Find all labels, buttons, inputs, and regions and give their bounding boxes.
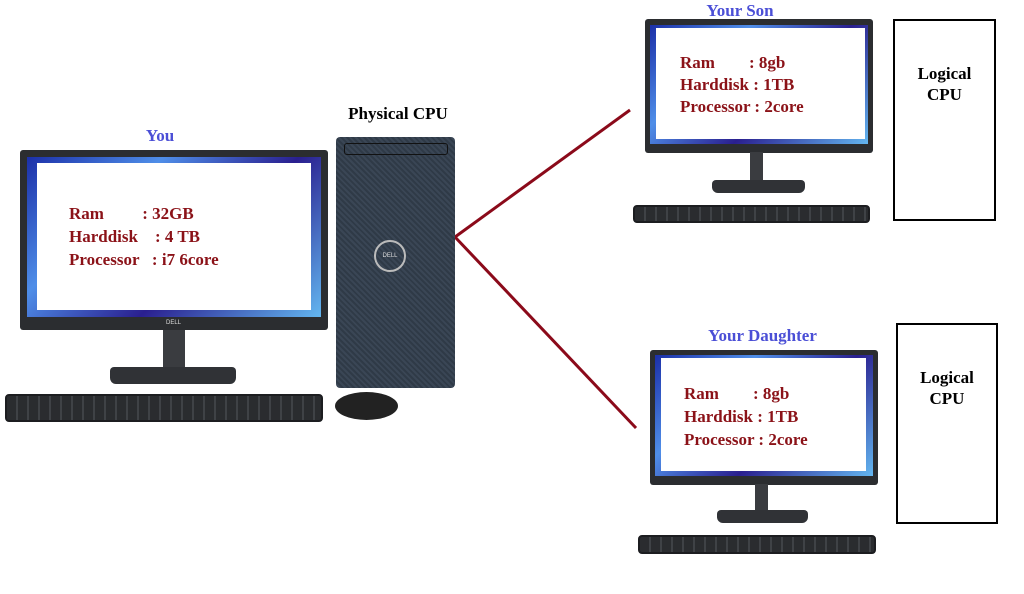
- you-specs: Ram : 32GB Harddisk : 4 TB Processor : i…: [69, 204, 219, 269]
- mouse: [335, 392, 398, 420]
- son-logical-cpu: Logical CPU: [893, 19, 996, 221]
- you-keyboard: [5, 394, 323, 422]
- son-label: Your Son: [706, 1, 774, 20]
- you-label: You: [145, 126, 175, 145]
- logical-cpu-label: Logical CPU: [917, 64, 972, 104]
- daughter-label: Your Daughter: [708, 326, 817, 345]
- son-keyboard: [633, 205, 870, 223]
- physical-cpu-tower: DELL: [336, 137, 455, 388]
- daughter-logical-cpu: Logical CPU: [896, 323, 998, 524]
- daughter-keyboard: [638, 535, 876, 554]
- dell-logo: DELL: [374, 240, 406, 272]
- logical-cpu-label: Logical CPU: [920, 368, 974, 408]
- dell-logo: DELL: [166, 320, 182, 326]
- connector-to-son: [454, 108, 631, 239]
- connector-to-daughter: [453, 235, 638, 430]
- physical-cpu-label: Physical CPU: [348, 104, 448, 123]
- son-specs: Ram : 8gb Harddisk : 1TB Processor : 2co…: [680, 53, 804, 116]
- daughter-specs: Ram : 8gb Harddisk : 1TB Processor : 2co…: [684, 384, 808, 449]
